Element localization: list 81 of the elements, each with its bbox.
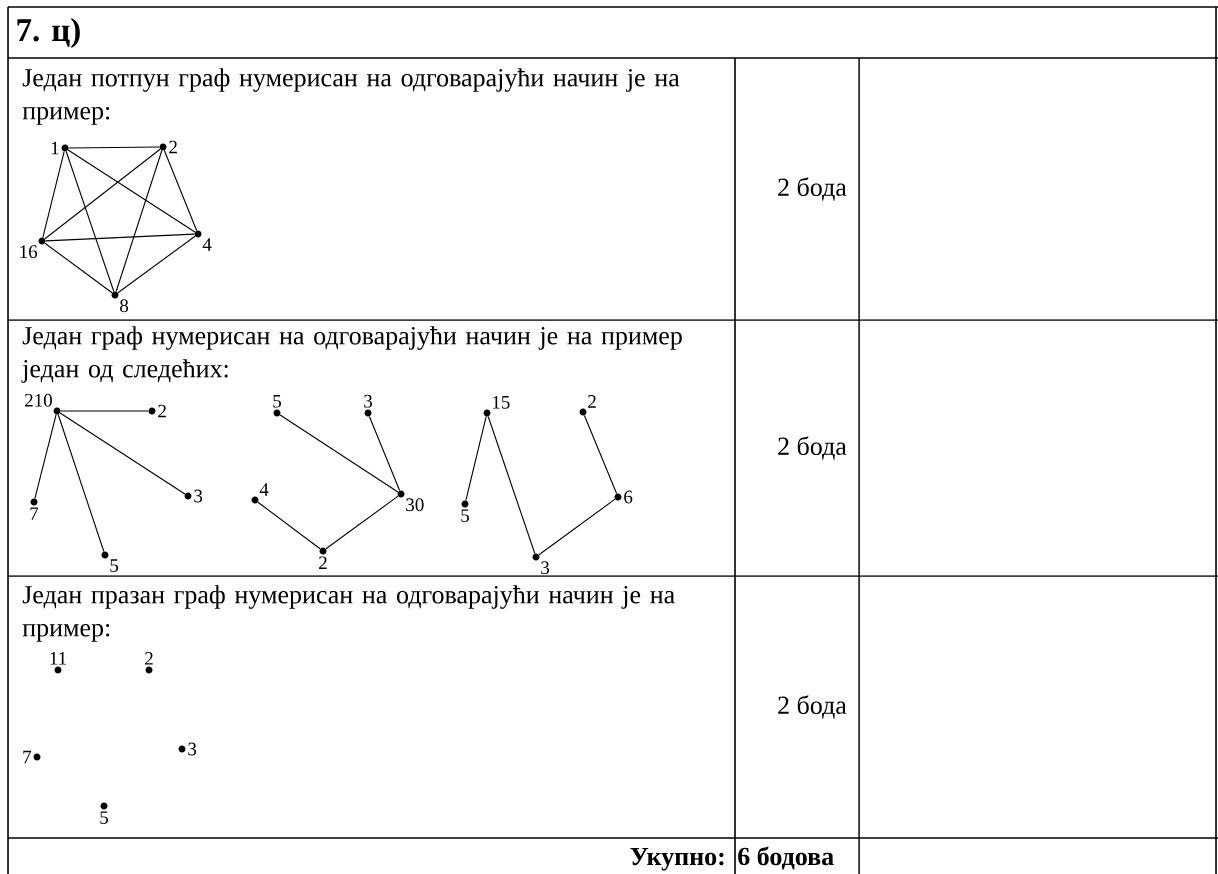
title: 7. ц) xyxy=(17,18,80,48)
graph-edge xyxy=(163,149,198,232)
vertex-label: 7 xyxy=(30,507,39,520)
vertex-label: 5 xyxy=(273,394,281,408)
graph-edge xyxy=(65,150,115,293)
vertex-label: 3 xyxy=(541,561,550,575)
graph-vertex xyxy=(251,496,259,504)
graph-vertex xyxy=(53,407,61,415)
graph-edge xyxy=(57,413,105,553)
vertex-label: 2 xyxy=(588,395,596,408)
graph-edge xyxy=(42,151,65,238)
question-text: Један граф нумерисан на одговарајући начин је на пример један од следећих: xyxy=(21,326,682,383)
graph-vertex xyxy=(364,409,372,417)
points-text: 2 бода xyxy=(778,695,847,719)
graph-vertex xyxy=(30,498,38,506)
graph-vertex xyxy=(33,753,41,761)
graph-edge xyxy=(117,235,196,294)
graph-vertex xyxy=(101,551,109,559)
graph-edge xyxy=(34,414,57,499)
vertex-label: 8 xyxy=(120,299,129,313)
graph-edge xyxy=(45,233,195,242)
vertex-label: 2 xyxy=(158,404,166,418)
graph-edge xyxy=(68,146,160,149)
graph-edge xyxy=(115,149,163,293)
graph-vertex xyxy=(38,237,46,245)
vertex-label: 4 xyxy=(259,483,269,496)
graph-vertex xyxy=(61,144,69,152)
graph-vertex xyxy=(148,407,156,415)
vertex-label: 7 xyxy=(23,750,32,764)
graph-vertex xyxy=(397,490,405,498)
graph-edge xyxy=(60,410,149,412)
graph-vertex xyxy=(532,553,540,561)
graph-vertex xyxy=(273,409,281,417)
vertex-label: 1 xyxy=(51,141,59,155)
total-label: Укупно: xyxy=(630,847,724,871)
graph-vertex xyxy=(483,409,491,417)
graph-edge xyxy=(67,149,196,233)
vertex-label: 210 xyxy=(25,393,52,407)
graph-vertex xyxy=(145,666,153,674)
vertex-label: 2 xyxy=(145,652,153,665)
graph-edge xyxy=(59,412,186,495)
vertex-label: 16 xyxy=(20,245,38,259)
graph-edge xyxy=(257,501,321,550)
vertex-label: 6 xyxy=(624,490,633,504)
points-text: 2 бода xyxy=(778,177,847,201)
graph-vertex xyxy=(100,802,108,810)
vertex-label: 15 xyxy=(493,395,510,409)
vertex-label: 2 xyxy=(319,556,327,569)
graph-vertex xyxy=(111,291,119,299)
graph-edge xyxy=(325,495,399,550)
graph-vertex xyxy=(54,666,62,674)
vertex-label: 4 xyxy=(202,238,212,251)
graph-vertex xyxy=(194,230,202,238)
vertex-label: 5 xyxy=(461,509,469,522)
vertex-label: 3 xyxy=(364,394,372,408)
vertex-label: 30 xyxy=(406,498,424,512)
graph-edge xyxy=(279,414,399,493)
graph-edge xyxy=(465,416,487,501)
graph-edge xyxy=(487,415,536,555)
question-text: Један празан граф нумерисан на одговарајући начин је на пример: xyxy=(22,585,675,642)
vertex-label: 3 xyxy=(194,489,203,503)
graph-edge xyxy=(44,148,161,240)
graph-edge xyxy=(44,242,113,294)
graph-vertex xyxy=(184,492,192,500)
graph-edge xyxy=(538,498,616,556)
graph-vertex xyxy=(579,408,587,416)
graph-vertex xyxy=(159,143,167,151)
graph-edge xyxy=(583,414,618,495)
vertex-label: 3 xyxy=(188,742,197,756)
graph-vertex xyxy=(461,500,469,508)
vertex-label: 5 xyxy=(110,559,119,572)
graph-vertex xyxy=(178,745,186,753)
total-points: 6 бодова xyxy=(738,846,834,870)
graph-vertex xyxy=(319,547,327,555)
graph-edge xyxy=(368,415,401,492)
vertex-label: 5 xyxy=(100,811,108,824)
points-text: 2 бода xyxy=(778,436,847,460)
vertex-label: 11 xyxy=(50,652,66,665)
vertex-label: 2 xyxy=(169,140,177,154)
question-text: Један потпун граф нумерисан на одговарајући начин је на пример: xyxy=(22,68,680,125)
graph-vertex xyxy=(614,493,622,501)
